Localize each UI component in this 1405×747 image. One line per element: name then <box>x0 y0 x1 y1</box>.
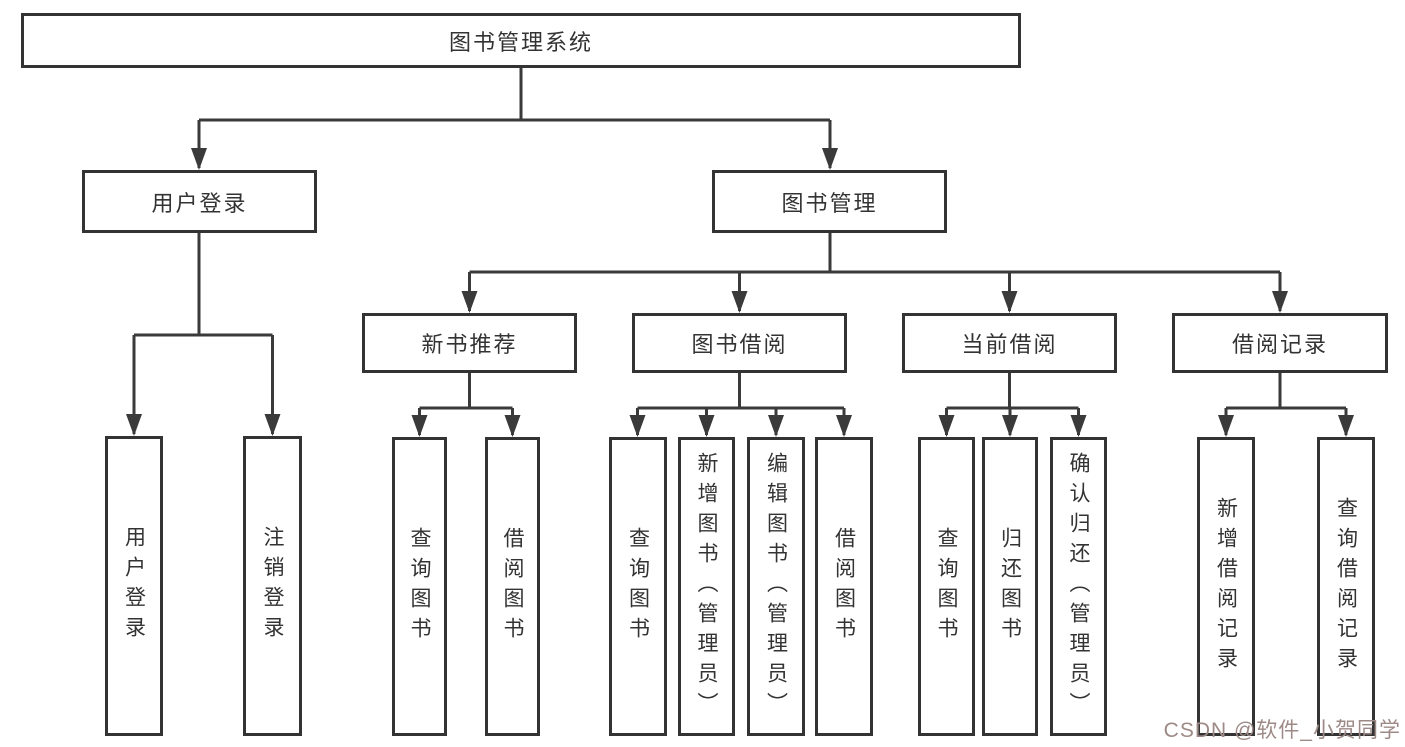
node-user-login: 用户登录 <box>82 170 317 233</box>
leaf-borrowing-add-books-admin-label: 新增图书（管理员） <box>695 451 718 722</box>
leaf-logout: 注销登录 <box>243 436 302 736</box>
node-current-borrowing: 当前借阅 <box>902 313 1117 373</box>
node-borrowing-records: 借阅记录 <box>1172 313 1388 373</box>
leaf-current-confirm-return-admin-label: 确认归还（管理员） <box>1067 451 1090 722</box>
leaf-current-query-books-label: 查询图书 <box>935 526 958 647</box>
leaf-borrowing-add-books-admin: 新增图书（管理员） <box>678 437 735 736</box>
node-system-root-label: 图书管理系统 <box>448 29 593 55</box>
leaf-current-return-books-label: 归还图书 <box>998 526 1022 647</box>
csdn-watermark: CSDN @软件_小贺同学 <box>1163 719 1401 742</box>
node-current-borrowing-label: 当前借阅 <box>961 332 1058 357</box>
leaf-current-return-books: 归还图书 <box>982 437 1038 736</box>
leaf-user-login-label: 用户登录 <box>122 526 146 646</box>
node-system-root: 图书管理系统 <box>21 13 1021 68</box>
node-user-login-label: 用户登录 <box>151 190 248 216</box>
leaf-newbooks-borrow-books-label: 借阅图书 <box>501 526 524 647</box>
node-book-management: 图书管理 <box>712 170 947 233</box>
leaf-user-login: 用户登录 <box>105 436 163 736</box>
node-new-book-recommend-label: 新书推荐 <box>421 332 518 357</box>
leaf-borrowing-query-books-label: 查询图书 <box>626 526 650 647</box>
leaf-borrowing-borrow-books-label: 借阅图书 <box>832 526 856 647</box>
node-book-management-label: 图书管理 <box>781 190 878 216</box>
leaf-logout-label: 注销登录 <box>261 526 284 646</box>
leaf-newbooks-borrow-books: 借阅图书 <box>485 437 540 736</box>
node-book-borrowing: 图书借阅 <box>632 313 847 373</box>
leaf-current-query-books: 查询图书 <box>918 437 975 736</box>
leaf-current-confirm-return-admin: 确认归还（管理员） <box>1050 437 1107 736</box>
leaf-records-add-record-label: 新增借阅记录 <box>1214 496 1238 677</box>
leaf-newbooks-query-books: 查询图书 <box>392 437 447 736</box>
node-borrowing-records-label: 借阅记录 <box>1231 332 1328 357</box>
leaf-records-query-record: 查询借阅记录 <box>1317 437 1375 736</box>
node-new-book-recommend: 新书推荐 <box>362 313 577 373</box>
leaf-borrowing-edit-books-admin-label: 编辑图书（管理员） <box>764 451 788 722</box>
leaf-records-add-record: 新增借阅记录 <box>1197 437 1255 736</box>
leaf-newbooks-query-books-label: 查询图书 <box>408 526 431 647</box>
leaf-records-query-record-label: 查询借阅记录 <box>1334 496 1358 677</box>
leaf-borrowing-borrow-books: 借阅图书 <box>815 437 873 736</box>
node-book-borrowing-label: 图书借阅 <box>691 332 788 357</box>
leaf-borrowing-edit-books-admin: 编辑图书（管理员） <box>747 437 805 736</box>
leaf-borrowing-query-books: 查询图书 <box>609 437 667 736</box>
